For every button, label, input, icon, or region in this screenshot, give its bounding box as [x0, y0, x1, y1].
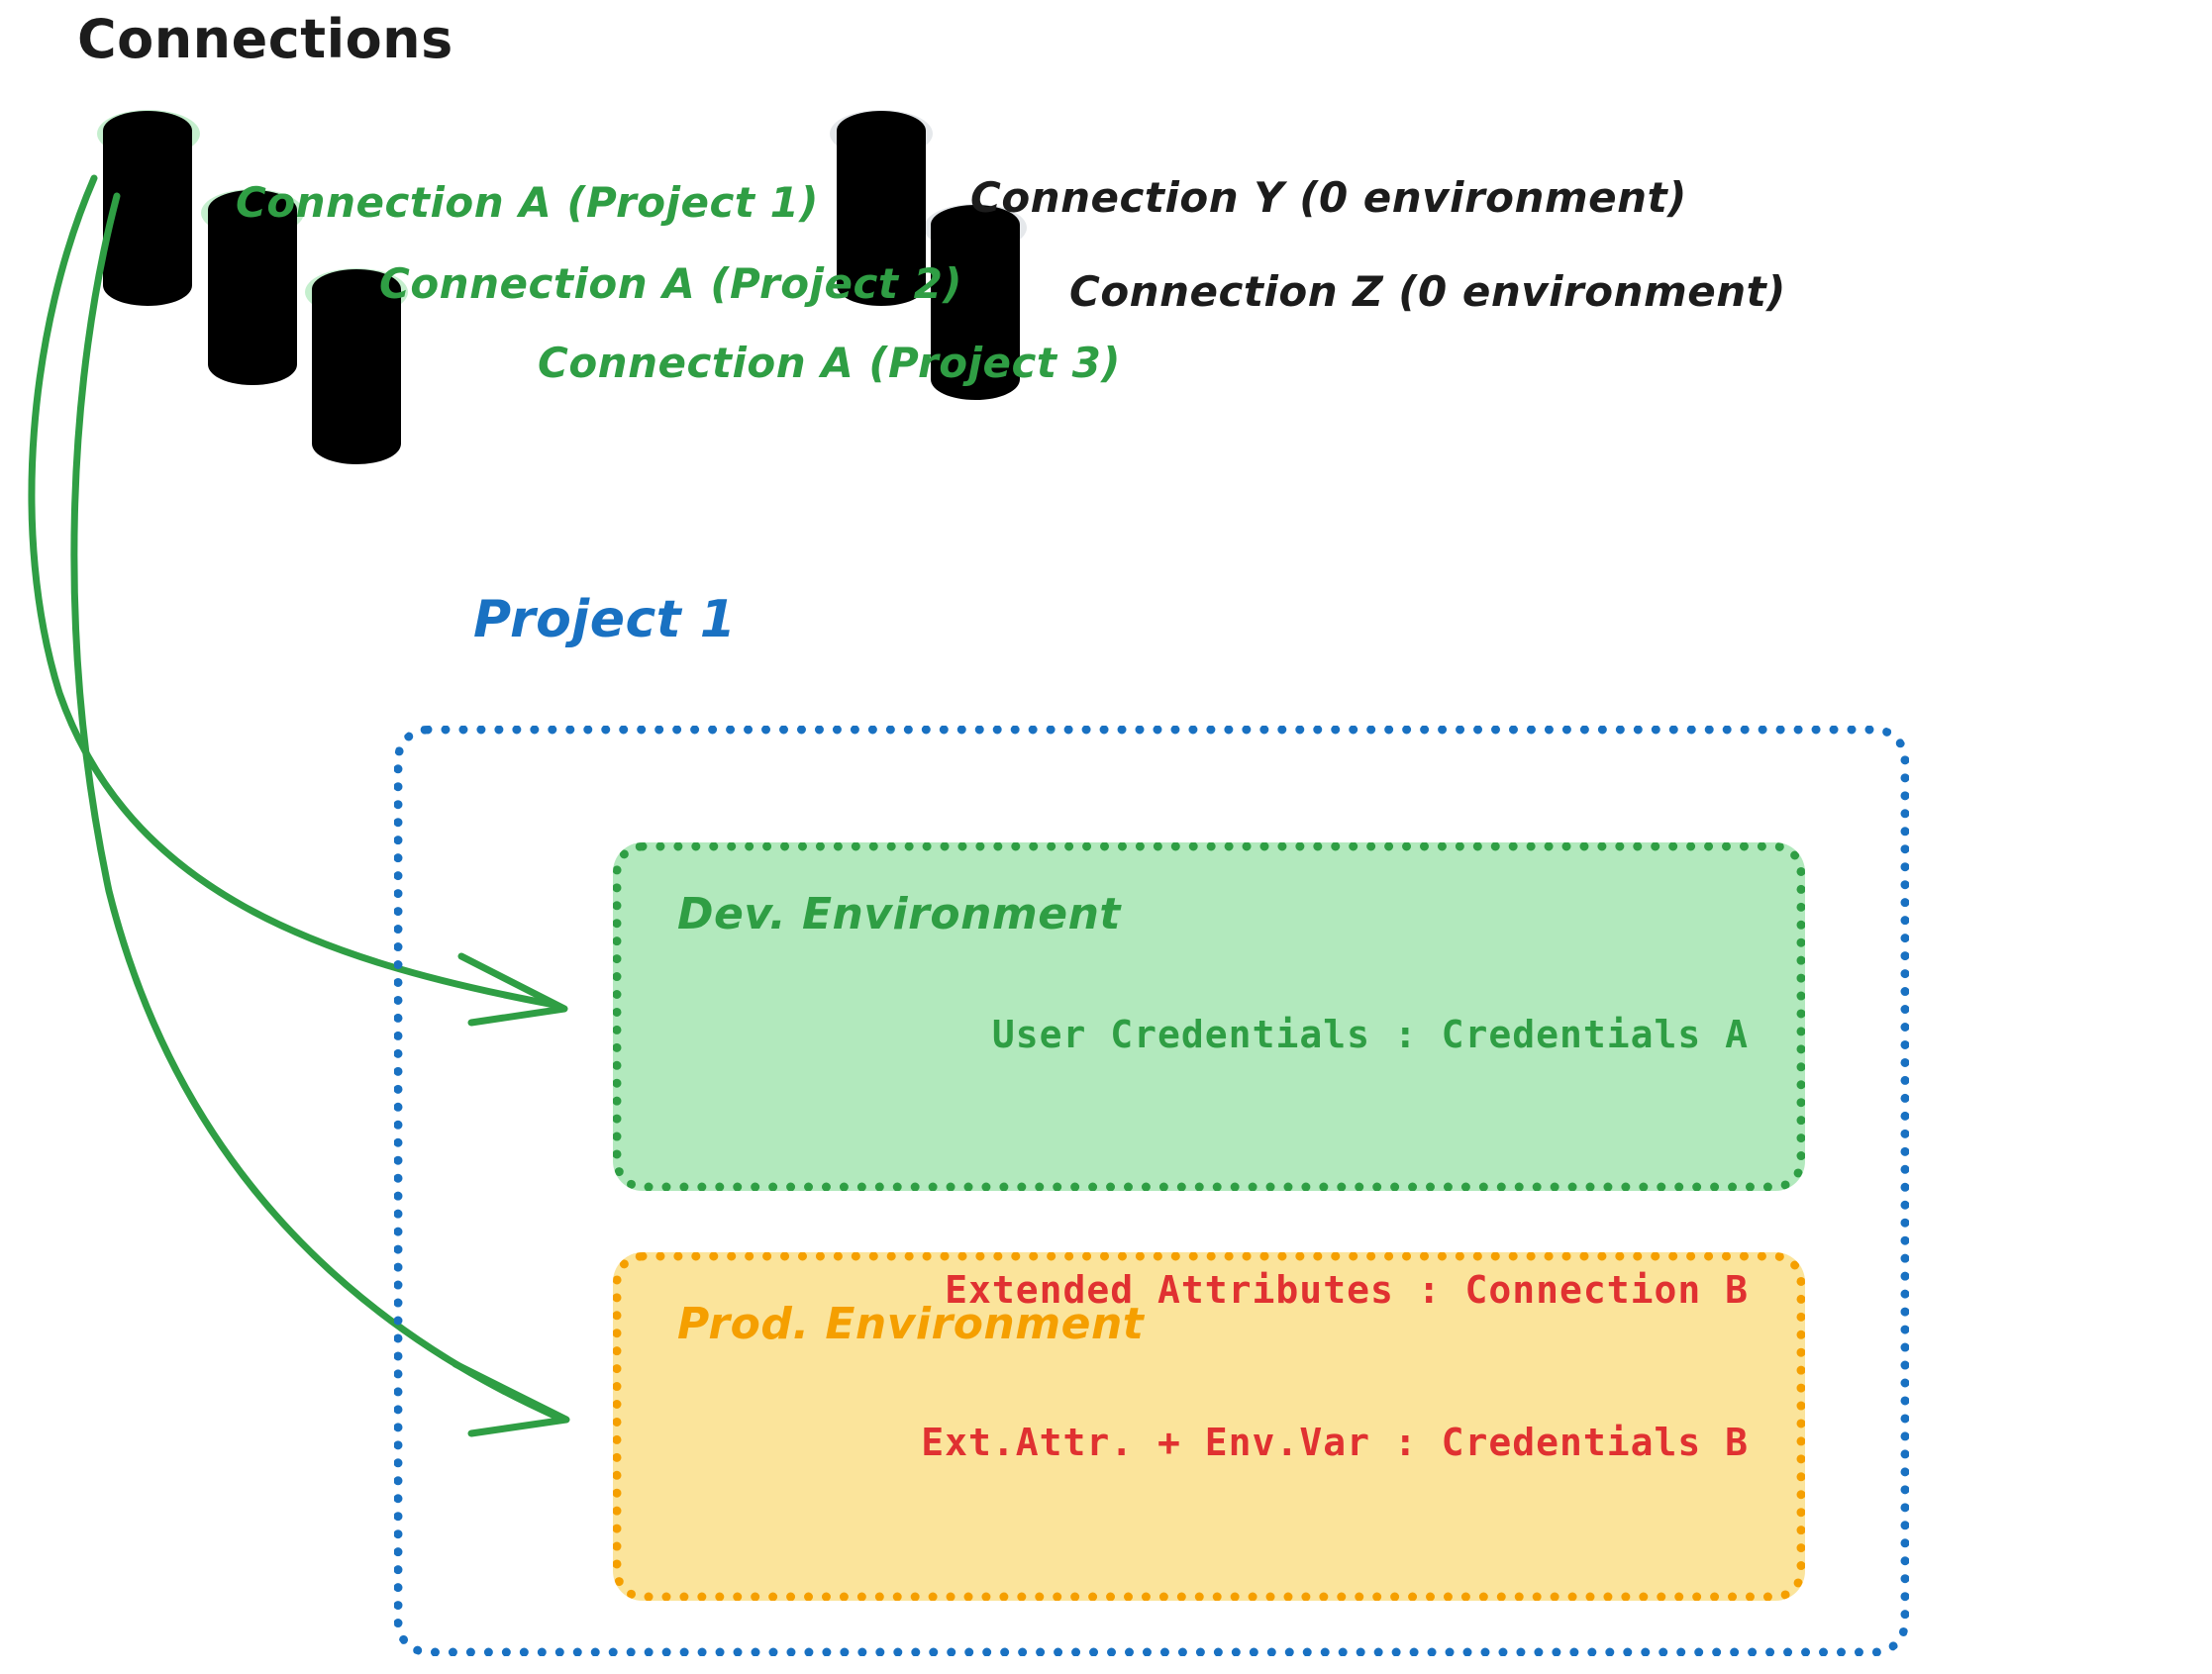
db-glow: [97, 110, 200, 157]
env-line: User Credentials : Credentials A: [991, 1012, 1749, 1056]
project-title: Project 1: [473, 590, 737, 649]
database-icon: [103, 111, 194, 313]
connection-label-z: Connection Z (0 environment): [1069, 267, 1786, 316]
connection-label-y: Connection Y (0 environment): [970, 173, 1687, 222]
connection-label-a-project-3: Connection A (Project 3): [538, 339, 1121, 387]
environment-body-prod: Extended Attributes : Connection B Ext.A…: [921, 1164, 1749, 1570]
env-line: Extended Attributes : Connection B: [945, 1268, 1749, 1313]
env-line: Ext.Attr. + Env.Var : Credentials B: [921, 1421, 1749, 1465]
connection-label-a-project-1: Connection A (Project 1): [236, 178, 819, 227]
environment-body-dev: User Credentials : Credentials A: [992, 918, 1749, 1153]
environment-card-dev[interactable]: Dev. Environment User Credentials : Cred…: [613, 842, 1805, 1191]
connection-label-a-project-2: Connection A (Project 2): [379, 259, 962, 308]
environment-title-dev: Dev. Environment: [677, 889, 1121, 939]
db-glow: [830, 110, 933, 157]
page-title: Connections: [77, 8, 453, 70]
project-container: Dev. Environment User Credentials : Cred…: [394, 726, 1909, 1656]
environment-title-prod: Prod. Environment: [677, 1299, 1145, 1349]
environment-card-prod[interactable]: Prod. Environment Extended Attributes : …: [613, 1252, 1805, 1601]
